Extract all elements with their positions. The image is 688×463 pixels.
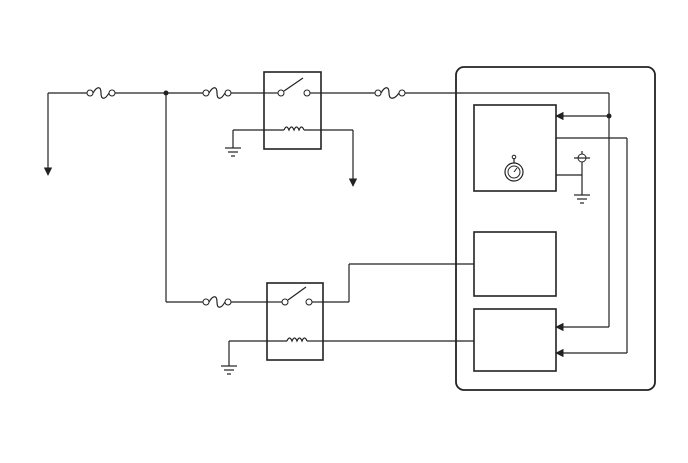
module-a: [473, 104, 557, 192]
fuse-4: [202, 296, 232, 308]
distribution-wires: [555, 93, 628, 358]
fuse-1: [86, 87, 116, 99]
main-supply-wire: [43, 92, 264, 176]
control-unit: [455, 66, 656, 391]
module-b: [473, 231, 557, 297]
relay-2: [266, 282, 324, 361]
fuse-3: [374, 87, 406, 99]
ground-symbol-2: [574, 194, 590, 204]
pressure-sensor-icon: [504, 154, 524, 182]
module-c: [473, 308, 557, 372]
relay-1-control-wire: [321, 129, 358, 187]
relay-2-output-wire: [323, 263, 474, 303]
fuse-2: [202, 87, 232, 99]
lower-branch-wire: [165, 93, 267, 303]
ground-symbol-1: [225, 147, 241, 157]
relay-1-ground-wire: [232, 129, 264, 148]
module-a-ground-wire: [556, 162, 583, 195]
connector-icon: [574, 151, 590, 163]
relay-2-ground-wire: [228, 340, 267, 366]
relay-1: [263, 71, 322, 150]
ground-symbol-3: [221, 365, 237, 375]
